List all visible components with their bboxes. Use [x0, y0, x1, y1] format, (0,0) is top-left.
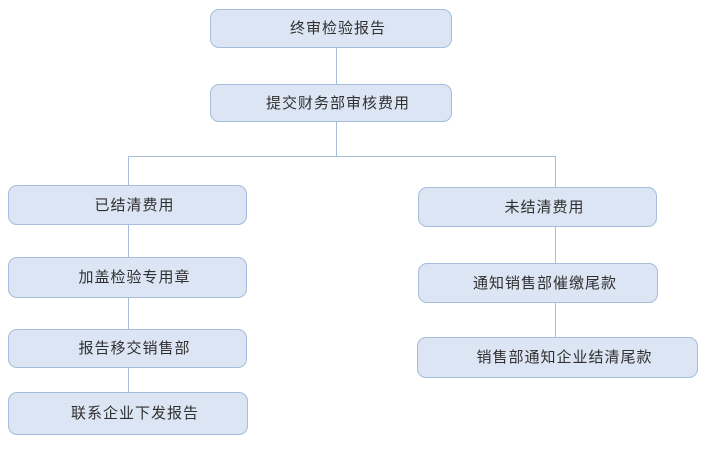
flow-node-notify-sales-collect-balance: 通知销售部催缴尾款 — [418, 263, 658, 303]
connector-notify-to-sales-notify — [555, 303, 556, 337]
connector-settled-to-stamp — [128, 225, 129, 257]
flow-node-submit-finance-review: 提交财务部审核费用 — [210, 84, 452, 122]
flow-node-final-inspection-report: 终审检验报告 — [210, 9, 452, 48]
flow-node-fees-unsettled: 未结清费用 — [418, 187, 657, 227]
connector-split-horizontal — [128, 156, 556, 157]
connector-handover-to-contact — [128, 368, 129, 392]
connector-unsettled-to-notify — [555, 227, 556, 263]
flow-node-report-handover-sales: 报告移交销售部 — [8, 329, 247, 368]
flow-node-stamp-inspection-seal: 加盖检验专用章 — [8, 257, 247, 298]
flow-node-fees-settled: 已结清费用 — [8, 185, 247, 225]
flow-node-contact-enterprise-issue-report: 联系企业下发报告 — [8, 392, 248, 435]
connector-stamp-to-handover — [128, 298, 129, 329]
connector-split-to-settled — [128, 157, 129, 185]
connector-split-to-unsettled — [555, 157, 556, 187]
connector-finance-to-split — [336, 122, 337, 157]
connector-report-to-finance — [336, 48, 337, 84]
flow-node-sales-notify-enterprise-settle: 销售部通知企业结清尾款 — [417, 337, 698, 378]
